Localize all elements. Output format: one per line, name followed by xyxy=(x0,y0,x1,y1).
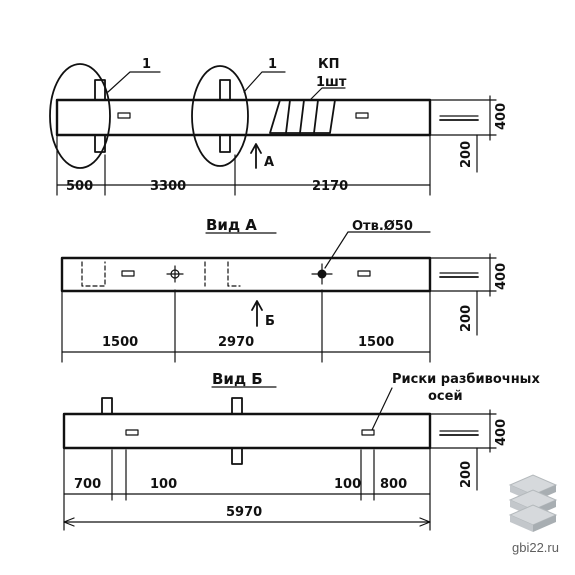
view-a-beam-outline xyxy=(60,256,432,293)
view-b-dim-800: 800 xyxy=(380,477,407,492)
kp-label: КП xyxy=(318,57,340,72)
kp-frame xyxy=(269,99,336,134)
view-a-embed-mid xyxy=(204,261,241,287)
watermark: gbi22.ru xyxy=(508,474,559,555)
view-a: Вид А Отв.Ø50 Б 400 200 xyxy=(60,216,509,363)
marks-leader xyxy=(371,387,393,431)
kp-bar-1 xyxy=(285,99,291,134)
top-dim-3300: 3300 xyxy=(150,179,186,194)
view-b-dim-100-left: 100 xyxy=(150,477,177,492)
arrow-b-head xyxy=(251,300,263,311)
kp-bar-2 xyxy=(299,99,305,134)
view-b-slot-left xyxy=(125,429,139,436)
view-b-loop-mid-upper xyxy=(231,397,243,415)
view-a-slot-right xyxy=(357,270,371,277)
view-b-loop-mid-lower xyxy=(231,447,243,465)
view-b: Вид Б Риски разбивочных осей 400 200 700 xyxy=(62,370,540,531)
view-b-loop-left xyxy=(101,397,113,415)
view-b-dim-700: 700 xyxy=(74,477,101,492)
top-loop-left-upper xyxy=(94,79,106,101)
view-b-dim-overall-arrows xyxy=(63,517,431,527)
callout-1-left: 1 xyxy=(142,57,151,72)
view-a-dim-2970: 2970 xyxy=(218,335,254,350)
marks-label-line-2: осей xyxy=(428,389,463,404)
top-loop-mid-lower xyxy=(219,134,231,153)
top-dim-500: 500 xyxy=(66,179,93,194)
callout-oval-mid xyxy=(191,65,249,167)
view-b-title: Вид Б xyxy=(212,370,263,388)
top-slot-right xyxy=(355,112,369,119)
view-a-embed-left xyxy=(81,261,106,287)
view-b-dim-400: 400 xyxy=(494,419,509,446)
view-a-slot-left xyxy=(121,270,135,277)
top-dim-200: 200 xyxy=(459,141,474,168)
top-loop-mid-upper xyxy=(219,79,231,101)
arrow-b-label: Б xyxy=(265,314,275,329)
arrow-a-label: А xyxy=(264,155,274,170)
hole-label: Отв.Ø50 xyxy=(352,219,413,234)
top-slot-left xyxy=(117,112,131,119)
top-beam-outline xyxy=(55,98,432,137)
hole-leader xyxy=(324,231,431,269)
view-b-dim-100-right: 100 xyxy=(334,477,361,492)
view-a-dim-1500-left: 1500 xyxy=(102,335,138,350)
callout-leader-mid xyxy=(243,71,286,93)
kp-quantity: 1шт xyxy=(316,75,347,90)
callout-1-mid: 1 xyxy=(268,57,277,72)
kp-bar-3 xyxy=(313,99,319,134)
view-b-dim-5970: 5970 xyxy=(226,505,262,520)
arrow-a-head xyxy=(250,143,262,154)
callout-oval-left xyxy=(49,63,111,169)
top-dim-2170: 2170 xyxy=(312,179,348,194)
marks-label-line-1: Риски разбивочных xyxy=(392,372,540,387)
view-b-dim-200: 200 xyxy=(459,461,474,488)
top-view: 1 1 КП 1шт А 400 200 500 3300 2170 xyxy=(49,57,509,196)
watermark-site: gbi22.ru xyxy=(512,540,559,555)
callout-leader-left xyxy=(107,71,161,93)
view-a-title: Вид А xyxy=(206,216,257,234)
top-dim-400: 400 xyxy=(494,103,509,130)
view-b-beam-outline xyxy=(62,412,432,450)
view-a-dim-200: 200 xyxy=(459,305,474,332)
watermark-logo-icon xyxy=(508,474,558,532)
kp-leader xyxy=(309,87,346,101)
view-b-slot-right xyxy=(361,429,375,436)
view-a-dim-1500-right: 1500 xyxy=(358,335,394,350)
view-a-dim-400: 400 xyxy=(494,263,509,290)
